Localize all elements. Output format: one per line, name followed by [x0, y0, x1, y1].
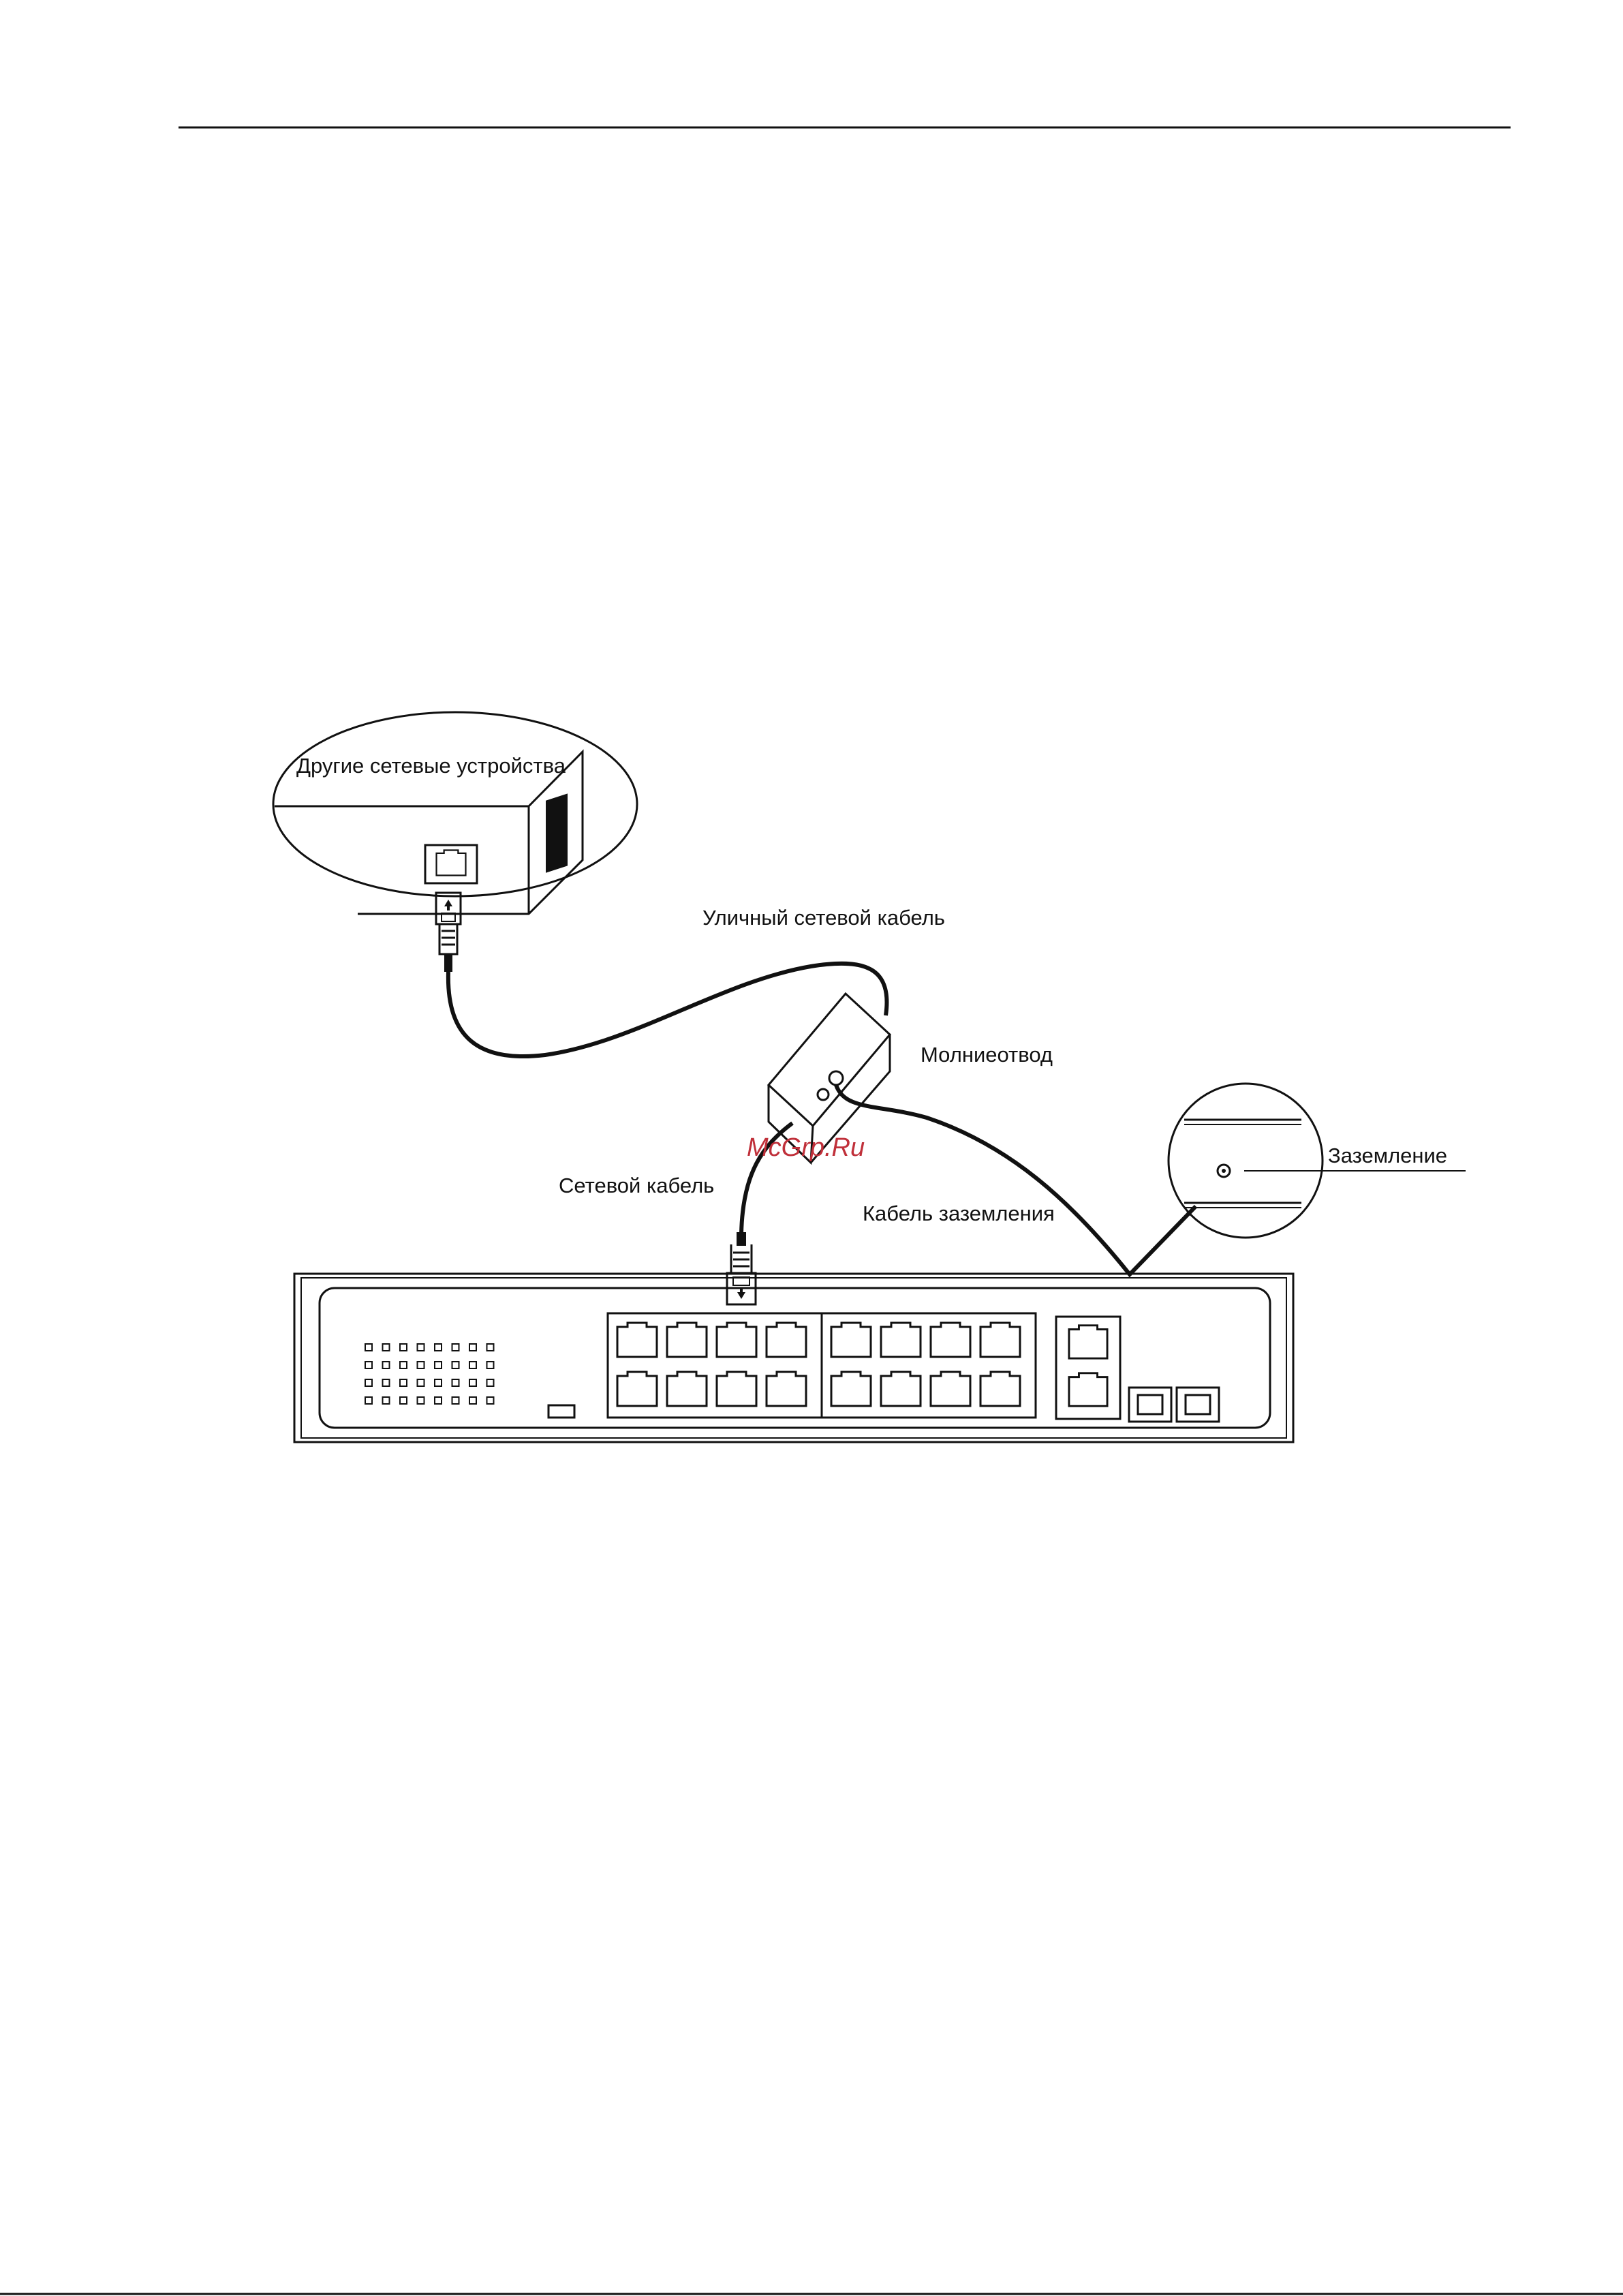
vent-holes	[365, 1344, 494, 1404]
label-ground-cable: Кабель заземления	[863, 1201, 1055, 1225]
label-network-cable: Сетевой кабель	[559, 1174, 714, 1197]
rj45-port	[717, 1372, 756, 1406]
vent-hole	[418, 1397, 424, 1404]
device-side-panel	[546, 793, 568, 872]
vent-hole	[452, 1379, 459, 1386]
uplink-port-block	[1056, 1317, 1120, 1419]
rj45-port	[767, 1372, 806, 1406]
other-devices-callout	[273, 712, 637, 972]
vent-hole	[487, 1344, 494, 1351]
rj45-port	[881, 1372, 921, 1406]
vent-hole	[452, 1362, 459, 1368]
vent-hole	[400, 1397, 407, 1404]
vent-hole	[400, 1379, 407, 1386]
vent-hole	[383, 1397, 390, 1404]
reset-button	[548, 1405, 574, 1418]
vent-hole	[435, 1344, 442, 1351]
rj45-port	[617, 1372, 657, 1406]
vent-hole	[469, 1362, 476, 1368]
sfp-port-2	[1177, 1388, 1219, 1422]
vent-hole	[487, 1362, 494, 1368]
device-rj45-port	[437, 850, 466, 875]
vent-hole	[469, 1379, 476, 1386]
network-switch	[294, 1274, 1293, 1442]
grounding-magnifier	[1169, 1084, 1323, 1238]
ground-cable	[836, 1085, 1196, 1274]
rj45-port	[617, 1323, 657, 1357]
vent-hole	[400, 1362, 407, 1368]
label-outdoor-cable: Уличный сетевой кабель	[702, 906, 945, 930]
vent-hole	[435, 1379, 442, 1386]
rj45-port	[667, 1372, 707, 1406]
rj45-port	[667, 1323, 707, 1357]
rj45-port	[931, 1372, 970, 1406]
uplink-port	[1069, 1373, 1107, 1406]
label-grounding: Заземление	[1328, 1144, 1447, 1167]
vent-hole	[418, 1379, 424, 1386]
rj45-port	[831, 1323, 871, 1357]
rj45-port	[881, 1323, 921, 1357]
label-other-devices: Другие сетевые устройства	[296, 754, 566, 778]
rj45-port	[931, 1323, 970, 1357]
vent-hole	[418, 1362, 424, 1368]
port-block-right	[822, 1313, 1036, 1418]
label-surge-protector: Молниеотвод	[921, 1043, 1053, 1067]
vent-hole	[365, 1362, 372, 1368]
rj45-port	[831, 1372, 871, 1406]
rj45-port	[980, 1323, 1020, 1357]
vent-hole	[435, 1397, 442, 1404]
vent-hole	[365, 1344, 372, 1351]
rj45-port	[767, 1323, 806, 1357]
vent-hole	[383, 1344, 390, 1351]
rj45-port	[717, 1323, 756, 1357]
rj45-port	[980, 1372, 1020, 1406]
port-block-left	[608, 1313, 822, 1418]
rj45-port-grid	[617, 1323, 1020, 1406]
vent-hole	[400, 1344, 407, 1351]
vent-hole	[383, 1379, 390, 1386]
vent-hole	[469, 1397, 476, 1404]
vent-hole	[487, 1379, 494, 1386]
uplink-port	[1069, 1326, 1107, 1358]
vent-hole	[365, 1379, 372, 1386]
vent-hole	[452, 1397, 459, 1404]
vent-hole	[487, 1397, 494, 1404]
vent-hole	[418, 1344, 424, 1351]
vent-hole	[452, 1344, 459, 1351]
uplink-ports	[1069, 1326, 1107, 1406]
vent-hole	[365, 1397, 372, 1404]
rj45-plug-bottom	[727, 1232, 756, 1304]
vent-hole	[469, 1344, 476, 1351]
rj45-plug-top	[436, 893, 461, 972]
vent-hole	[435, 1362, 442, 1368]
sfp-port-1	[1129, 1388, 1171, 1422]
vent-hole	[383, 1362, 390, 1368]
watermark: McGrp.Ru	[747, 1133, 865, 1162]
